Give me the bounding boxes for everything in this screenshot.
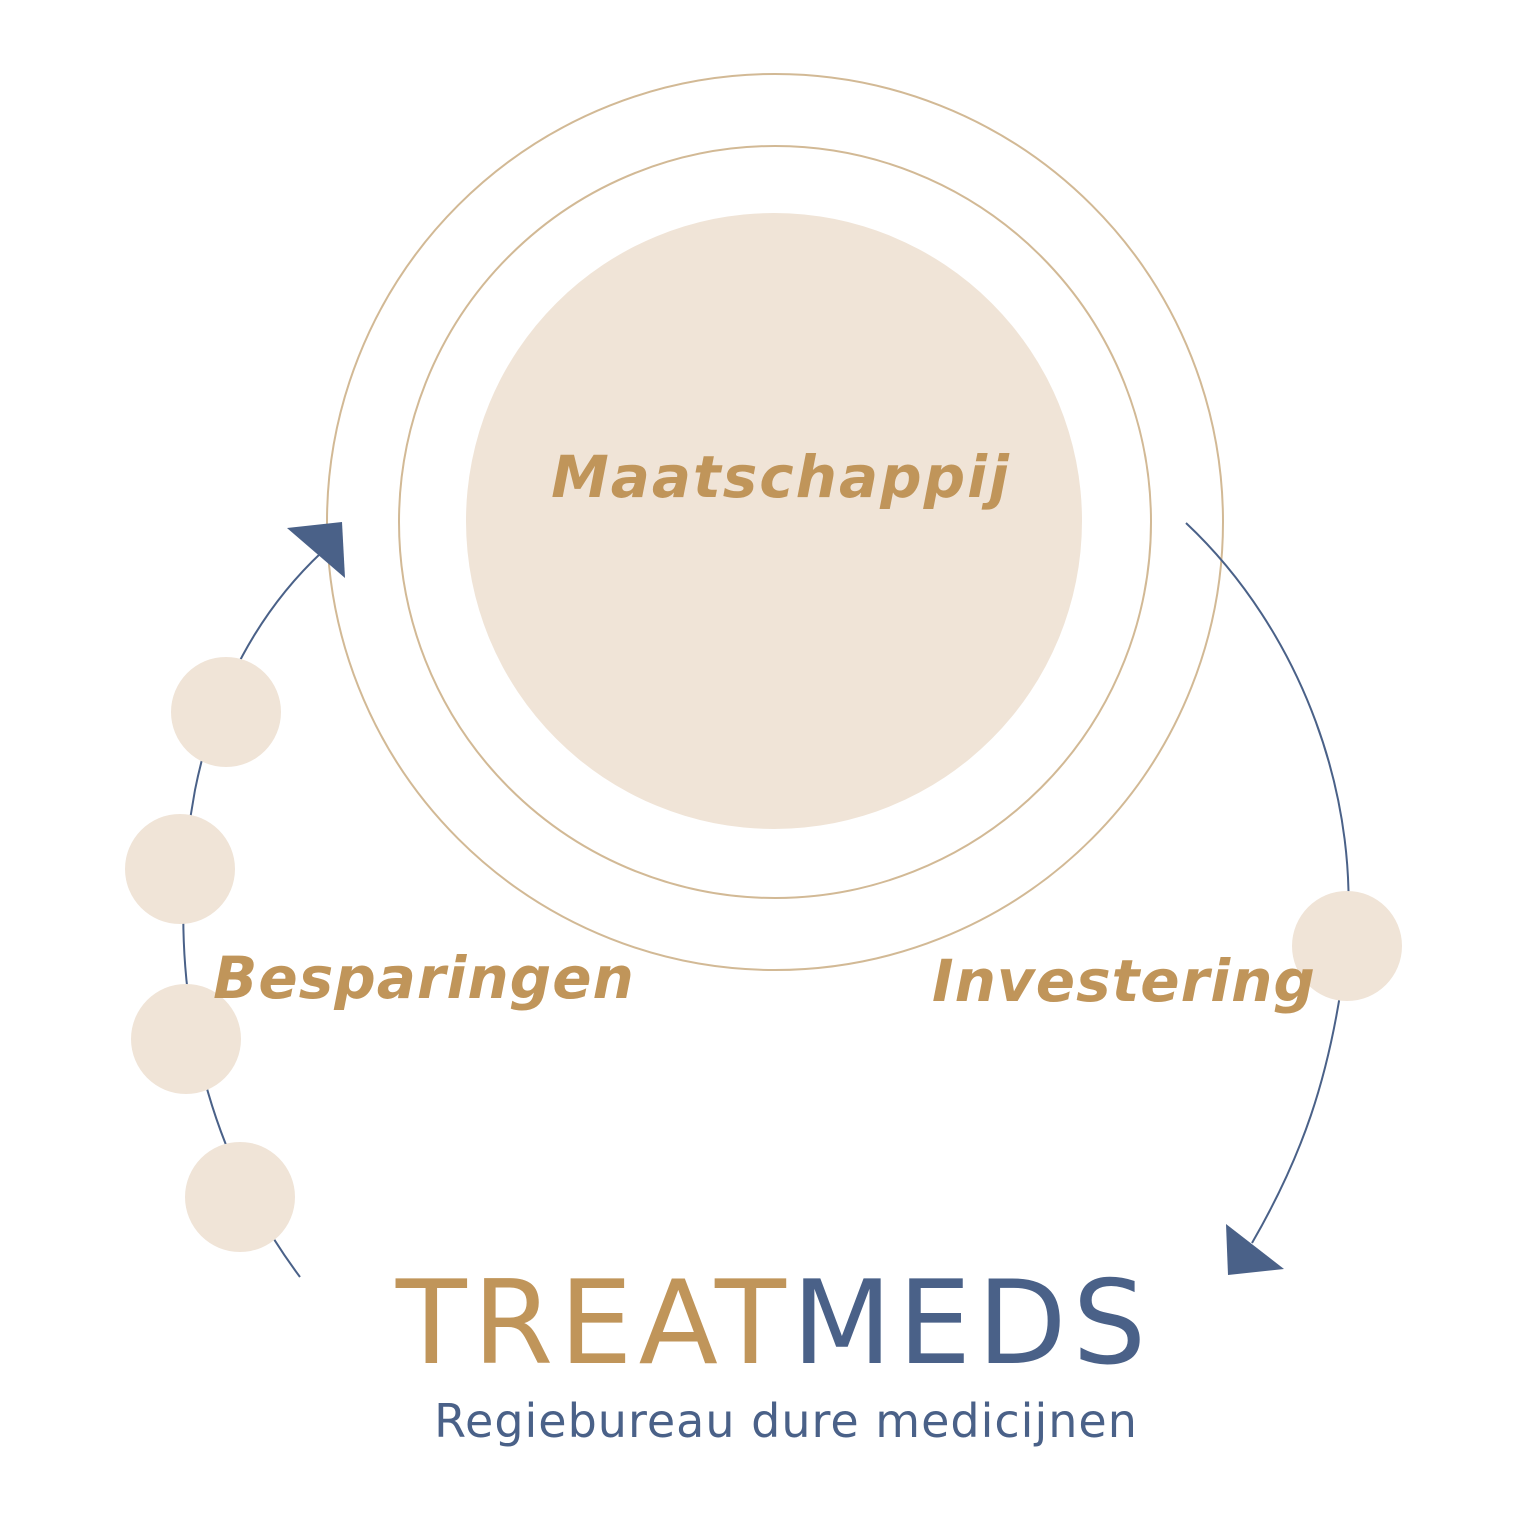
inner-ring — [398, 145, 1152, 899]
outer-ring — [326, 73, 1224, 971]
brand-treat: TREAT — [395, 1256, 792, 1391]
investment-label: Investering — [932, 947, 1316, 1015]
brand-tagline: Regiebureau dure medicijnen — [434, 1394, 1138, 1448]
society-label: Maatschappij — [551, 443, 1011, 511]
savings-dot — [125, 814, 235, 924]
savings-dot — [171, 657, 281, 767]
brand-meds: MEDS — [792, 1256, 1152, 1391]
savings-dot — [131, 984, 241, 1094]
investment-arrowhead — [1226, 1224, 1284, 1275]
society-circle — [466, 213, 1082, 829]
savings-dot — [185, 1142, 295, 1252]
savings-arrowhead — [287, 522, 345, 578]
investment-dot — [1292, 891, 1402, 1001]
savings-label: Besparingen — [213, 944, 635, 1012]
brand-logo: TREATMEDS — [395, 1256, 1152, 1391]
